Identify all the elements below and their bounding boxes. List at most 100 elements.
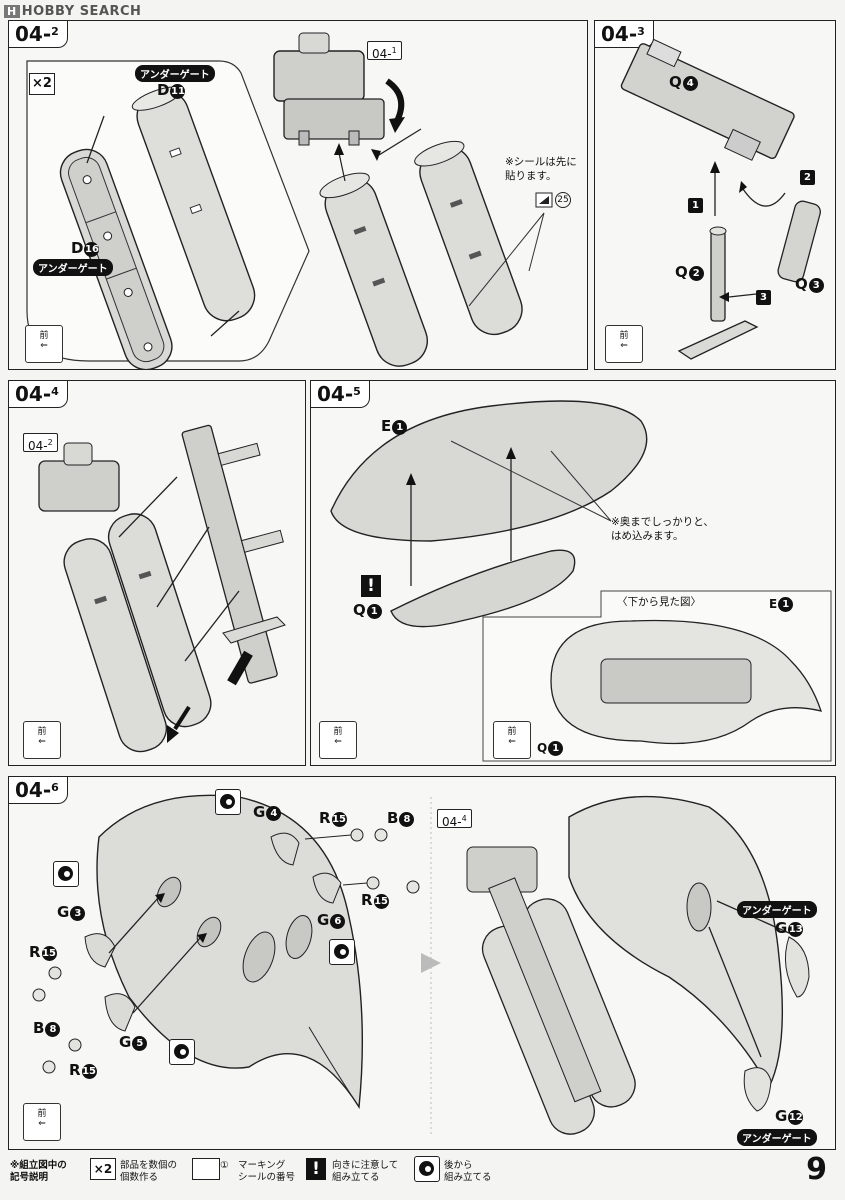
symbol-legend: ※組立図中の記号説明 ×2 部品を数個の個数作る ① マーキングシールの番号 !… [6,1152,838,1194]
bottom-view-frame [600,658,752,704]
part-b8-b [406,880,420,894]
legend-marking-icon [192,1158,220,1180]
torso-subassembly [38,442,120,512]
tank-assembly-left [319,172,428,367]
later-assembly-icon [329,939,355,965]
armor-shell-left [96,794,364,1110]
front-direction-icon: 前⇐ [23,721,61,759]
step-number: 04-5 [311,381,370,408]
step-04-5-diagram [330,400,832,762]
order-number-3: 3 [755,287,771,305]
press-note: ※奥までしっかりと、はめ込みます。 [611,516,714,542]
part-g12 [743,1067,772,1112]
legend-caution-icon: ! [306,1158,326,1180]
under-gate-badge: アンダーゲート [737,901,817,918]
ref-tag-04-4: 04-4 [437,809,472,829]
part-g13 [784,936,810,998]
part-r15-b [366,876,380,890]
part-e1-shell [330,400,648,542]
tank-assembly-right [414,140,523,336]
part-g3 [84,933,116,968]
ref-tag-04-2: 04-2 [23,433,58,453]
tanks-pair [63,513,212,753]
order-number-2: 2 [799,167,815,185]
part-b8-c [32,988,46,1002]
caution-icon: ! [361,575,381,597]
quantity-x2-icon: ×2 [29,73,55,95]
step-04-6-diagram [32,794,810,1137]
part-r15-a [350,828,364,842]
panel-step-04-6: 04-6 [8,776,836,1150]
armor-shell-right [568,795,784,1089]
panel-step-04-2: 04-2 [8,20,588,370]
step-04-2-diagram [26,32,553,369]
step-number: 04-6 [9,777,68,804]
view-from-below-caption: 〈下から見た図〉 [617,596,701,608]
front-direction-icon: 前⇐ [319,721,357,759]
front-direction-icon: 前⇐ [23,1103,61,1141]
ref-tag-04-1: 04-1 [367,41,402,61]
part-r15-d [68,1038,82,1052]
step-number: 04-4 [9,381,68,408]
part-q2-stand [677,226,759,360]
part-g4 [270,832,300,866]
legend-x2-text: 部品を数個の個数作る [120,1160,178,1183]
under-gate-badge: アンダーゲート [135,65,215,82]
front-direction-icon: 前⇐ [605,325,643,363]
under-gate-badge: アンダーゲート [737,1129,817,1146]
torso-subassembly [273,32,385,146]
page-number: 9 [806,1152,827,1187]
legend-title: ※組立図中の記号説明 [10,1160,67,1183]
part-b8-d [42,1060,56,1074]
later-assembly-icon [169,1039,195,1065]
legend-caution-text: 向きに注意して組み立てる [332,1160,399,1183]
part-q4-frame [620,38,795,161]
legend-later-text: 後から組み立てる [444,1160,492,1183]
seal-number: 25 [555,192,571,208]
part-r15-c [48,966,62,980]
part-g6 [312,872,342,904]
part-b8-a [374,828,388,842]
later-assembly-icon [215,789,241,815]
under-gate-badge: アンダーゲート [33,259,113,276]
legend-x2-icon: ×2 [90,1158,116,1180]
part-d16-half [59,148,173,369]
legend-marking-num: ① [220,1160,229,1171]
panel-step-04-4: 04-4 04-2 前⇐ [8,380,306,766]
order-number-1: 1 [687,195,703,213]
later-assembly-icon [53,861,79,887]
assembly-right [466,795,810,1135]
legend-marking-text: マーキングシールの番号 [238,1160,296,1183]
part-q1-frame [390,549,576,628]
step-04-3-diagram [620,38,821,360]
front-direction-icon: 前⇐ [25,325,63,363]
part-g5 [104,993,136,1032]
part-d11-half [131,86,256,322]
step-number: 04-2 [9,21,68,48]
seal-note: ※シールは先に貼ります。 [505,156,577,182]
part-q3-piece [777,200,821,283]
